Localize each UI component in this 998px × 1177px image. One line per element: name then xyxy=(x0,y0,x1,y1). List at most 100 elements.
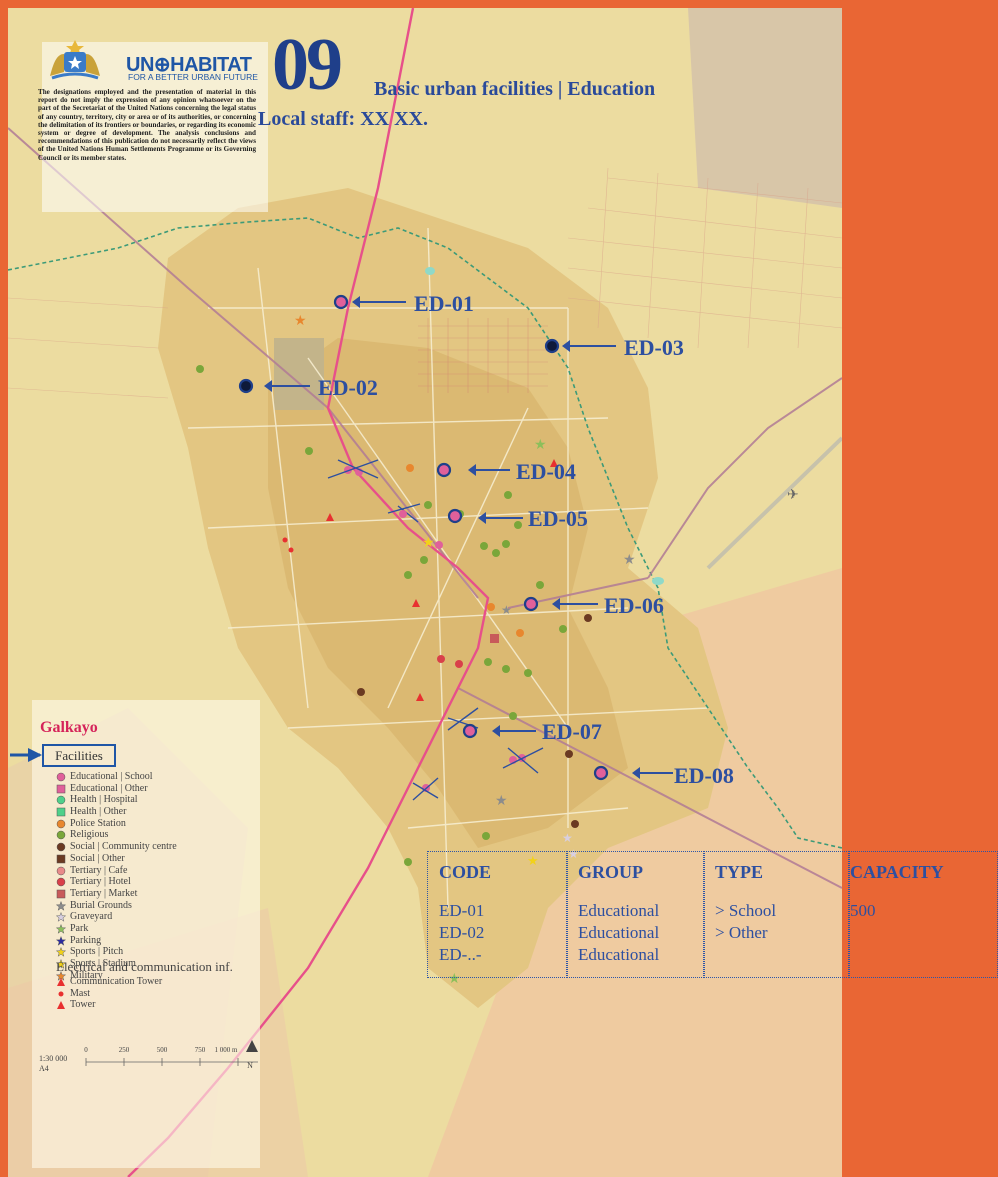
star-symbol-icon xyxy=(56,947,66,958)
legend-item-label: Educational | Other xyxy=(70,782,148,794)
legend-facility-item: Burial Grounds xyxy=(56,900,177,912)
legend-item-label: Social | Community centre xyxy=(70,841,177,853)
callout-ed-05[interactable]: ED-05 xyxy=(528,506,588,531)
org-tagline: FOR A BETTER URBAN FUTURE xyxy=(128,72,258,82)
legend-facility-item: Graveyard xyxy=(56,911,177,923)
triangle-symbol-icon xyxy=(57,978,65,986)
svg-text:★: ★ xyxy=(623,552,636,568)
legend-facility-item: Tertiary | Cafe xyxy=(56,865,177,877)
star-symbol-icon xyxy=(56,900,66,911)
legend-item-label: Religious xyxy=(70,829,109,841)
square-symbol-icon xyxy=(56,784,66,793)
facilities-pointer-arrow-icon xyxy=(10,748,42,762)
table-header-group: GROUP xyxy=(578,862,643,882)
svg-text:★: ★ xyxy=(568,847,579,861)
callout-ed-04[interactable]: ED-04 xyxy=(516,459,576,484)
scale-tick-1000: 1 000 m xyxy=(215,1046,239,1054)
table-cell: 500 xyxy=(850,901,876,920)
table-col-code: CODE ED-01 ED-02 ED-..- xyxy=(427,851,567,978)
facility-table: CODE ED-01 ED-02 ED-..- GROUP Educationa… xyxy=(427,851,998,978)
legend-facility-item: Park xyxy=(56,923,177,935)
table-cell: Educational xyxy=(578,901,660,920)
legend-facility-item: Social | Community centre xyxy=(56,841,177,853)
map-number: 09 xyxy=(272,24,343,106)
svg-text:★: ★ xyxy=(562,831,573,845)
legend-facility-item: Social | Other xyxy=(56,853,177,865)
callout-ed-01[interactable]: ED-01 xyxy=(414,291,474,316)
table-cell: Educational xyxy=(578,945,660,964)
scale-tick-500: 500 xyxy=(157,1046,168,1054)
callout-ed-07[interactable]: ED-07 xyxy=(542,719,602,744)
legend-facility-item: Parking xyxy=(56,935,177,947)
legend-item-label: Graveyard xyxy=(70,911,113,923)
table-cell: > School xyxy=(715,901,777,920)
scale-tick-750: 750 xyxy=(195,1046,206,1054)
legend-facility-item: Educational | Other xyxy=(56,783,177,795)
scale-paper: A4 xyxy=(39,1064,49,1073)
legend-facility-item: Tertiary | Hotel xyxy=(56,876,177,888)
scale-tick-0: 0 xyxy=(84,1046,88,1054)
square-symbol-icon xyxy=(56,854,66,864)
circle-symbol-icon xyxy=(56,772,66,782)
legend-item-label: Tertiary | Cafe xyxy=(70,864,128,876)
legend-item-label: Police Station xyxy=(70,817,126,829)
legend-item-label: Health | Hospital xyxy=(70,794,138,806)
legend-item-label: Tower xyxy=(70,999,96,1011)
legend-facility-item: Health | Other xyxy=(56,806,177,818)
org-name: UN⊕HABITAT xyxy=(126,54,252,76)
callout-ed-06[interactable]: ED-06 xyxy=(604,593,664,618)
circle-symbol-icon xyxy=(56,866,66,875)
legend-facility-item: Educational | School xyxy=(56,771,177,783)
callout-ed-08[interactable]: ED-08 xyxy=(674,763,734,788)
svg-text:★: ★ xyxy=(501,603,512,617)
table-header-type: TYPE xyxy=(715,862,764,882)
legend-facility-item: Police Station xyxy=(56,818,177,830)
crossed-out-facilities xyxy=(327,459,544,801)
circle-symbol-icon xyxy=(56,796,66,805)
scale-tick-250: 250 xyxy=(119,1046,130,1054)
scale-ratio: 1:30 000 xyxy=(39,1054,68,1063)
north-arrow-icon xyxy=(246,1040,258,1052)
callout-ed-03[interactable]: ED-03 xyxy=(624,335,684,360)
table-cell: Educational xyxy=(578,923,660,942)
svg-text:★: ★ xyxy=(534,437,547,453)
table-col-type: TYPE > School > Other xyxy=(704,851,849,978)
legend-city-title: Galkayo xyxy=(40,719,98,736)
svg-text:★: ★ xyxy=(448,971,461,987)
legend-item-label: Sports | Pitch xyxy=(70,946,124,958)
legend-facility-item: Sports | Pitch xyxy=(56,946,177,958)
square-symbol-icon xyxy=(56,889,66,899)
legend-item-label: Military xyxy=(70,969,103,981)
square-symbol-icon xyxy=(56,807,66,817)
star-symbol-icon xyxy=(56,912,66,923)
map-title: Basic urban facilities | Education xyxy=(374,78,656,100)
dot-symbol-icon xyxy=(58,991,64,997)
circle-symbol-icon xyxy=(56,877,66,887)
legend-item-label: Tertiary | Market xyxy=(70,887,138,899)
facility-markers: ★ ★ ★ ★ ★ ★ ★ ★ ★ ★ ✈ xyxy=(196,313,799,987)
triangle-symbol-icon xyxy=(57,1001,65,1010)
legend-elec-item: Communication Tower xyxy=(56,976,162,988)
callout-markers xyxy=(238,294,673,781)
scale-bar: 0 250 500 750 1 000 m N xyxy=(84,1040,258,1070)
disclaimer-text: The designations employed and the presen… xyxy=(38,88,256,162)
legend-elec-item: Mast xyxy=(56,988,162,1000)
table-cell: ED-02 xyxy=(439,923,485,942)
somalia-emblem-icon xyxy=(50,40,100,80)
callout-ed-02[interactable]: ED-02 xyxy=(318,375,378,400)
legend-facility-item: Sports | Stadium xyxy=(56,958,177,970)
table-header-code: CODE xyxy=(439,862,492,882)
legend-facility-item: Health | Hospital xyxy=(56,794,177,806)
legend-item-label: Educational | School xyxy=(70,771,153,782)
legend-item-label: Park xyxy=(70,922,89,934)
legend-item-label: Sports | Stadium xyxy=(70,958,136,969)
circle-symbol-icon xyxy=(56,831,66,840)
circle-symbol-icon xyxy=(56,819,66,828)
local-staff: Local staff: XX XX. xyxy=(258,108,428,130)
facilities-label: Facilities xyxy=(42,744,116,767)
svg-text:★: ★ xyxy=(422,535,435,551)
star-symbol-icon xyxy=(56,923,66,934)
legend-item-label: Tertiary | Hotel xyxy=(70,876,131,888)
